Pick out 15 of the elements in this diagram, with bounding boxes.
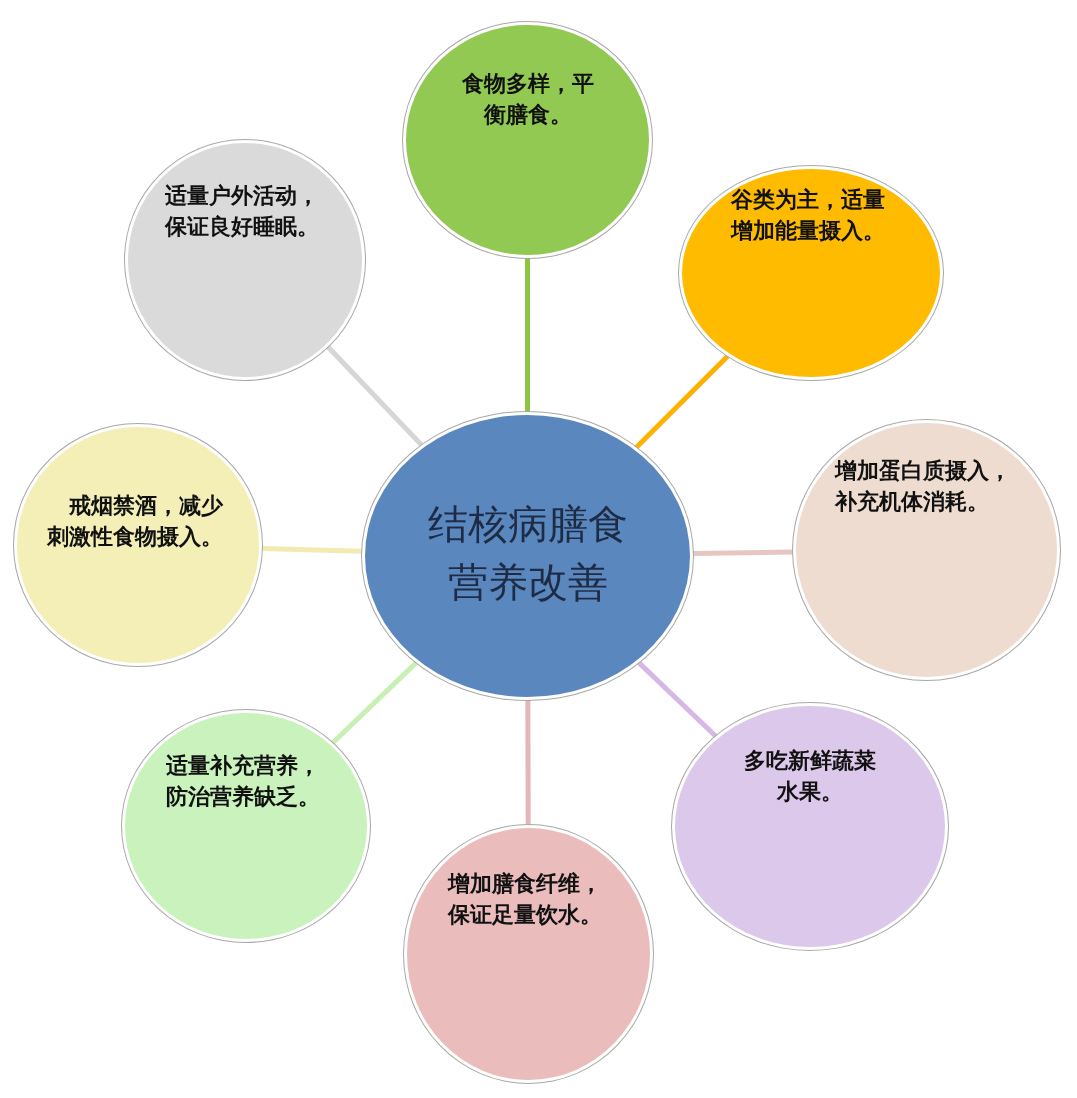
- connector-line: [634, 354, 730, 450]
- topic-text: 食物多样，平衡膳食。: [460, 70, 595, 129]
- connector-line: [525, 258, 530, 412]
- central-topic-text: 结核病膳食营养改善: [426, 500, 629, 607]
- topic-text: 谷类为主，适量增加能量摄入。: [730, 186, 886, 245]
- connector-line: [692, 549, 794, 556]
- connector-line: [637, 660, 718, 739]
- topic-text: 增加蛋白质摄入，补充机体消耗。: [835, 457, 1013, 516]
- topic-text: 戒烟禁酒，减少刺激性食物摄入。: [46, 492, 224, 551]
- connector-line: [525, 700, 531, 825]
- topic-text: 适量补充营养，防治营养缺乏。: [165, 752, 321, 811]
- connector-line: [261, 546, 363, 554]
- topic-text: 多吃新鲜蔬菜水果。: [743, 747, 877, 806]
- topic-text: 增加膳食纤维，保证足量饮水。: [448, 870, 604, 929]
- topic-text: 适量户外活动，保证良好睡眠。: [164, 182, 320, 241]
